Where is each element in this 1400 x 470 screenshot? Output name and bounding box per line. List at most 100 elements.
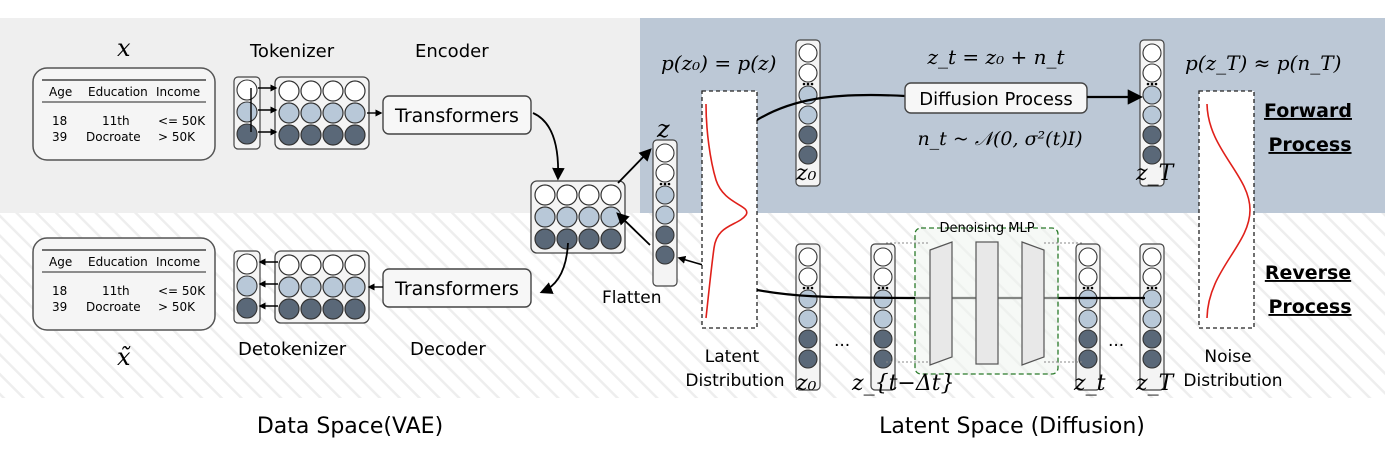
- token-circle: [655, 205, 675, 225]
- token-circle: [322, 124, 344, 146]
- token-circle: [798, 63, 818, 83]
- token-circle: [300, 124, 322, 146]
- output-table-cell: 39: [52, 300, 67, 314]
- token-circle: [322, 298, 344, 320]
- forward-process-curve: [756, 93, 906, 121]
- token-circle: [578, 228, 600, 250]
- token-circle: [300, 276, 322, 298]
- token-circle: [300, 80, 322, 102]
- tokenizer-token-grid: [274, 76, 370, 150]
- token-circle: [798, 329, 818, 349]
- token-circle: [344, 80, 366, 102]
- ellipsis-dot: [802, 82, 806, 86]
- token-circle: [600, 184, 622, 206]
- encoder-transformers-label: Transformers: [394, 105, 519, 127]
- encoder-label: Encoder: [415, 41, 489, 62]
- encoder-transformers-box: [382, 95, 532, 135]
- arrow-flatten-to-grid: [616, 212, 651, 246]
- token-circle: [798, 247, 818, 267]
- latent-token-grid: [530, 180, 626, 254]
- input-table: Age Education Income 18 11th <= 50K 39 D…: [32, 67, 216, 161]
- token-circle: [322, 80, 344, 102]
- ellipsis-dot: [1082, 286, 1086, 290]
- input-table-cell: <= 50K: [158, 114, 206, 128]
- token-circle: [798, 145, 818, 165]
- ellipsis-dot: [810, 82, 814, 86]
- ellipsis-dot: [1146, 82, 1150, 86]
- latent-token-circles: [233, 39, 1165, 391]
- token-circle: [278, 298, 300, 320]
- token-circle: [873, 329, 893, 349]
- input-table-cell: 39: [52, 130, 67, 144]
- output-table-header-education: Education: [88, 255, 148, 269]
- flattened-z-column: [652, 139, 678, 287]
- token-circle: [655, 163, 675, 183]
- mlp-layer-1: [929, 241, 953, 366]
- reverse-process-label-1: Reverse: [1265, 262, 1351, 284]
- detokenizer-arrows: [258, 258, 278, 310]
- decoder-label: Decoder: [410, 339, 486, 360]
- token-circle: [798, 43, 818, 63]
- token-circle: [655, 185, 675, 205]
- token-circle: [1142, 247, 1162, 267]
- token-circle: [300, 102, 322, 124]
- tokenizer-label: Tokenizer: [249, 41, 335, 62]
- latent-distribution-label-2: Distribution: [685, 371, 784, 391]
- token-circle: [655, 225, 675, 245]
- arrow-flatten-back: [677, 255, 704, 266]
- token-circle: [322, 102, 344, 124]
- input-table-header-education: Education: [88, 85, 148, 99]
- input-table-header-income: Income: [156, 85, 200, 99]
- token-circle: [278, 276, 300, 298]
- token-circle: [798, 349, 818, 369]
- token-circle: [873, 309, 893, 329]
- token-circle: [534, 184, 556, 206]
- token-circle: [655, 143, 675, 163]
- noise-distribution-curve: [1206, 103, 1251, 319]
- latent-space-label: Latent Space (Diffusion): [879, 414, 1145, 439]
- token-circle: [344, 298, 366, 320]
- mlp-layer-2: [975, 241, 999, 365]
- tokenizer-arrows: [250, 84, 278, 136]
- token-circle: [1078, 309, 1098, 329]
- token-circle: [556, 184, 578, 206]
- input-variable-x: x: [117, 34, 131, 62]
- flatten-label: Flatten: [602, 288, 661, 308]
- latent-distribution-box: [701, 90, 758, 329]
- pz0-equation: p(z₀) = p(z): [661, 51, 776, 75]
- ellipsis-right: ...: [1108, 331, 1124, 351]
- token-circle: [1142, 349, 1162, 369]
- token-circle: [344, 124, 366, 146]
- arrow-latent-grid-to-decoder: [539, 242, 569, 294]
- zt-minus-dt-column: [870, 243, 896, 391]
- z0-top-label: z₀: [795, 161, 817, 186]
- token-circle: [578, 206, 600, 228]
- token-circle: [322, 276, 344, 298]
- detokenizer-label: Detokenizer: [238, 339, 347, 360]
- ellipsis-dot: [802, 286, 806, 290]
- zT-bottom-label: z_T: [1135, 371, 1176, 396]
- token-circle: [344, 276, 366, 298]
- token-circle: [873, 247, 893, 267]
- ellipsis-dot: [663, 182, 667, 186]
- z-label: z: [656, 115, 670, 143]
- mlp-layer-3: [1021, 241, 1045, 366]
- token-circle: [873, 289, 893, 309]
- zt-equation: z_t = z₀ + n_t: [927, 45, 1066, 69]
- ellipsis-dot: [877, 286, 881, 290]
- token-circle: [236, 101, 258, 123]
- ellipsis-dot: [1146, 286, 1150, 290]
- token-circle: [1142, 267, 1162, 287]
- ellipsis-dot: [1150, 286, 1154, 290]
- token-circle: [556, 206, 578, 228]
- token-circle: [1142, 105, 1162, 125]
- output-table-header-income: Income: [156, 255, 200, 269]
- zt-minus-dt-label: z_{t−Δt}: [851, 371, 955, 396]
- decoder-transformers-label: Transformers: [394, 278, 519, 300]
- token-circle: [534, 228, 556, 250]
- token-circle: [798, 267, 818, 287]
- ellipsis-dot: [1086, 286, 1090, 290]
- noise-distribution-label-2: Distribution: [1183, 371, 1282, 391]
- token-circle: [873, 349, 893, 369]
